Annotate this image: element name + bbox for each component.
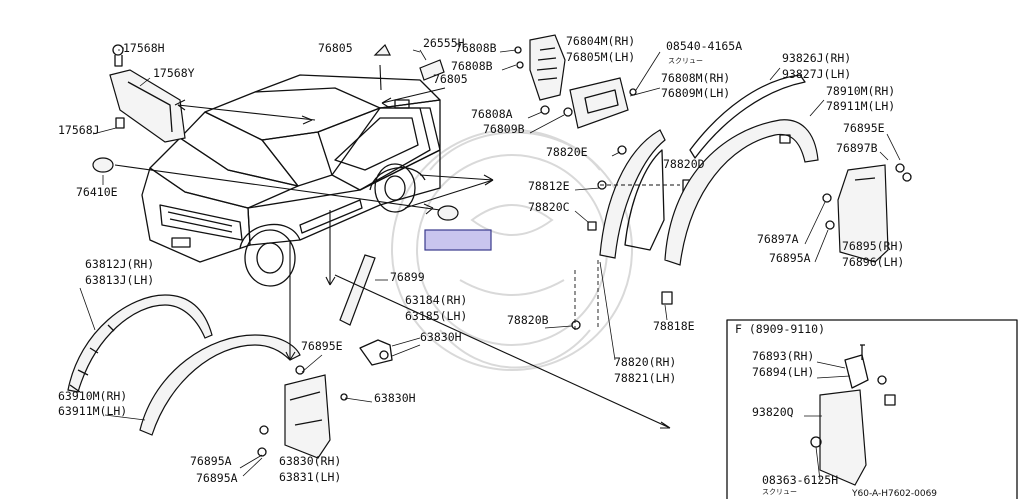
cap-76805 — [373, 43, 391, 56]
part-label-08363: 08363-6125H — [762, 473, 838, 487]
part-label-78821lh: 78821(LH) — [614, 371, 676, 385]
bracket-63184 — [359, 339, 393, 366]
part-label-76895rh: 76895(RH) — [842, 239, 904, 253]
mudflap-63830 — [257, 365, 348, 459]
part-label-08540: 08540-4165A — [666, 39, 742, 53]
part-label-76899: 76899 — [390, 270, 425, 284]
part-label-63830hb: 63830H — [374, 391, 416, 405]
part-label-17568h: 17568H — [123, 41, 165, 55]
part-label-76809b: 76809B — [483, 122, 525, 136]
watermark-emblem — [391, 129, 633, 371]
part-label-63910m: 63910M(RH) — [58, 389, 127, 403]
part-label-78911m: 78911M(LH) — [826, 99, 895, 113]
fender-flare-78820 — [571, 129, 694, 330]
part-label-63813j: 63813J(LH) — [85, 273, 154, 287]
strip-76899 — [339, 254, 376, 326]
part-label-76808a: 76808A — [471, 107, 513, 121]
part-labels: 17568H 17568Y 17568J 76410E 76805 26555H 76805… — [58, 34, 904, 496]
mudflap-76895 — [822, 163, 912, 263]
part-label-76895ab: 76895A — [190, 454, 232, 468]
front-flare-63812J — [67, 294, 301, 436]
part-label-76897b: 76897B — [836, 141, 878, 155]
part-label-78820rh: 78820(RH) — [614, 355, 676, 369]
part-label-78910m: 78910M(RH) — [826, 84, 895, 98]
part-label-76809m: 76809M(LH) — [661, 86, 730, 100]
part-label-76896lh: 76896(LH) — [842, 255, 904, 269]
part-label-76893: 76893(RH) — [752, 349, 814, 363]
diagram-code: Y60-A-H7602-0069 — [851, 489, 937, 499]
leader-lines — [79, 47, 901, 477]
part-label-78820ea: 78820E — [546, 145, 588, 159]
truck-illustration — [141, 74, 441, 287]
part-label-93827j: 93827J(LH) — [782, 67, 851, 81]
part-label-78820c: 78820C — [528, 200, 570, 214]
rear-fender-78910M — [664, 74, 819, 266]
part-label-76897a: 76897A — [757, 232, 799, 246]
part-label-76805b: 76805 — [433, 72, 468, 86]
part-label-63185: 63185(LH) — [405, 309, 467, 323]
part-label-17568y: 17568Y — [153, 66, 195, 80]
cap-76410E — [92, 157, 114, 173]
part-label-76808m: 76808M(RH) — [661, 71, 730, 85]
part-label-26555h: 26555H — [423, 36, 465, 50]
small-label-screw1: スクリュー — [668, 57, 703, 65]
part-label-76808bb: 76808B — [451, 59, 493, 73]
part-label-93826j: 93826J(RH) — [782, 51, 851, 65]
part-label-76894: 76894(LH) — [752, 365, 814, 379]
part-label-76805m: 76805M(LH) — [566, 50, 635, 64]
part-label-78820b: 78820B — [507, 313, 549, 327]
inset-title: F (8909-9110) — [735, 322, 825, 336]
highlighted-part-box[interactable] — [424, 229, 492, 251]
small-label-screw2: スクリュー — [762, 488, 797, 496]
part-label-17568j: 17568J — [58, 123, 100, 137]
part-label-78818e: 78818E — [653, 319, 695, 333]
part-label-93820q: 93820Q — [752, 405, 794, 419]
part-label-63812j: 63812J(RH) — [85, 257, 154, 271]
inset-panel: F (8909-9110) — [726, 319, 1018, 499]
part-label-76804m: 76804M(RH) — [566, 34, 635, 48]
part-label-78820d: 78820D — [663, 157, 705, 171]
bracket-17568Y — [109, 44, 186, 143]
part-label-78812e: 78812E — [528, 179, 570, 193]
part-label-76895a: 76895A — [769, 251, 811, 265]
part-label-76410e: 76410E — [76, 185, 118, 199]
part-label-63830ha: 63830H — [420, 330, 462, 344]
vent-76804M — [514, 34, 637, 129]
part-label-76895eb: 76895E — [301, 339, 343, 353]
plate-76805 — [419, 59, 445, 81]
part-label-63911m: 63911M(LH) — [58, 404, 127, 418]
cap-76410G — [437, 205, 459, 221]
part-label-63831lh: 63831(LH) — [279, 470, 341, 484]
part-label-76895ac: 76895A — [196, 471, 238, 485]
part-label-63184: 63184(RH) — [405, 293, 467, 307]
part-label-63830rh: 63830(RH) — [279, 454, 341, 468]
part-label-76808ba: 76808B — [455, 41, 497, 55]
part-label-76895ea: 76895E — [843, 121, 885, 135]
part-label-76805a: 76805 — [318, 41, 353, 55]
